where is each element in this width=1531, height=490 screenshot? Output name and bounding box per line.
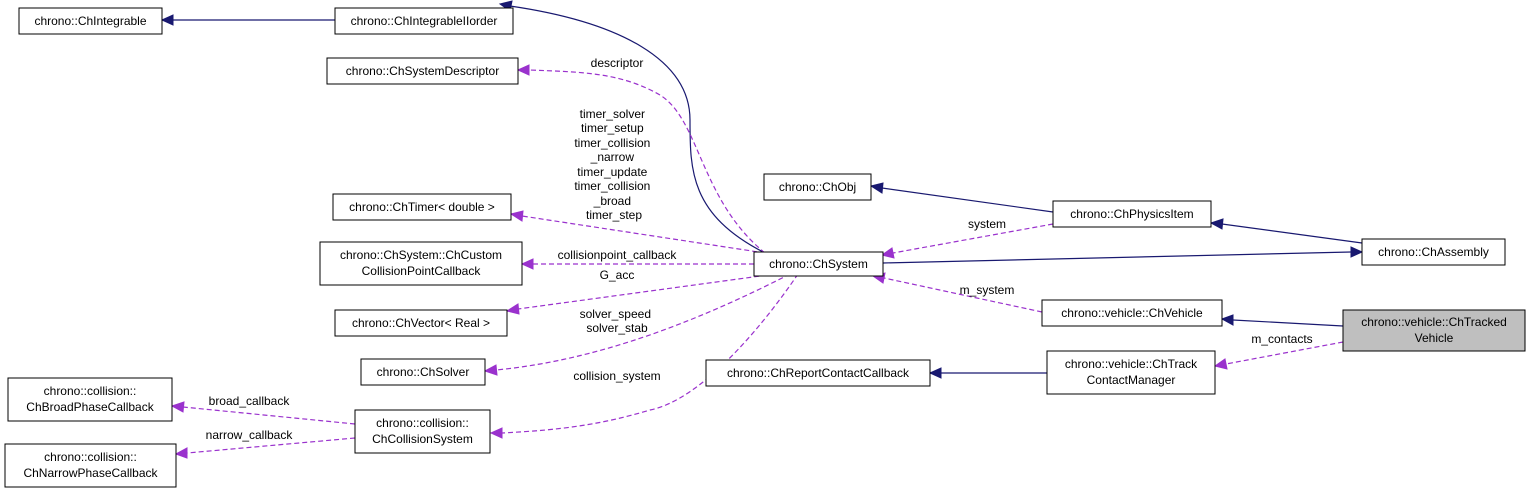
node-ch-narrow-phase-callback[interactable]: chrono::collision:: ChNarrowPhaseCallbac… bbox=[4, 443, 177, 488]
node-ch-physics-item[interactable]: chrono::ChPhysicsItem bbox=[1052, 200, 1212, 228]
arrow-head bbox=[509, 210, 524, 222]
node-ch-vehicle[interactable]: chrono::vehicle::ChVehicle bbox=[1041, 299, 1223, 327]
arrow-head bbox=[1220, 314, 1234, 326]
edge-narrow-callback bbox=[186, 437, 356, 454]
arrow-head bbox=[928, 367, 942, 379]
svg-text:Vehicle: Vehicle bbox=[1415, 331, 1454, 345]
edge-assembly-to-system bbox=[882, 251, 1352, 264]
arrow-head bbox=[489, 427, 503, 439]
svg-text:chrono::ChPhysicsItem: chrono::ChPhysicsItem bbox=[1070, 207, 1193, 221]
edge-m-system bbox=[883, 277, 1043, 313]
svg-text:ContactManager: ContactManager bbox=[1087, 373, 1176, 387]
node-ch-collision-system[interactable]: chrono::collision:: ChCollisionSystem bbox=[354, 409, 491, 454]
arrow-head bbox=[880, 247, 895, 259]
arrow-head bbox=[483, 364, 498, 376]
edge-m-contacts bbox=[1225, 341, 1344, 365]
node-ch-track-contact-manager[interactable]: chrono::vehicle::ChTrack ContactManager bbox=[1046, 350, 1216, 395]
node-ch-system-descriptor[interactable]: chrono::ChSystemDescriptor bbox=[326, 57, 519, 85]
svg-text:chrono::ChReportContactCallbac: chrono::ChReportContactCallback bbox=[727, 366, 910, 380]
edge-trackedvehicle-to-vehicle bbox=[1232, 319, 1344, 327]
svg-text:chrono::collision::: chrono::collision:: bbox=[44, 384, 137, 398]
edge-descriptor bbox=[528, 69, 766, 254]
edge-collision-system bbox=[501, 273, 799, 434]
arrow-head bbox=[1350, 246, 1364, 258]
svg-text:CollisionPointCallback: CollisionPointCallback bbox=[362, 264, 482, 278]
label-collisionpoint-callback: collisionpoint_callback bbox=[558, 248, 678, 262]
edge-broad-callback bbox=[182, 406, 356, 425]
arrow-head bbox=[520, 258, 534, 270]
edge-timers bbox=[521, 215, 766, 254]
node-ch-integrable[interactable]: chrono::ChIntegrable bbox=[18, 7, 163, 35]
svg-text:chrono::ChSystemDescriptor: chrono::ChSystemDescriptor bbox=[346, 64, 499, 78]
svg-text:chrono::ChSystem: chrono::ChSystem bbox=[769, 257, 868, 271]
label-timers: timer_solver timer_setup timer_collision… bbox=[574, 107, 653, 222]
label-m-contacts: m_contacts bbox=[1251, 332, 1312, 346]
arrow-head bbox=[1209, 218, 1224, 230]
label-broad-callback: broad_callback bbox=[209, 394, 291, 408]
edge-g-acc bbox=[517, 273, 776, 310]
node-ch-obj[interactable]: chrono::ChObj bbox=[763, 173, 872, 201]
svg-text:chrono::ChSystem::ChCustom: chrono::ChSystem::ChCustom bbox=[340, 248, 502, 262]
label-descriptor: descriptor bbox=[591, 56, 644, 70]
arrow-head bbox=[869, 182, 884, 194]
edge-system bbox=[892, 223, 1054, 254]
arrow-head bbox=[160, 14, 174, 26]
node-ch-integrable-iiorder[interactable]: chrono::ChIntegrableIIorder bbox=[334, 7, 514, 35]
node-ch-timer[interactable]: chrono::ChTimer< double > bbox=[332, 193, 512, 221]
svg-text:chrono::vehicle::ChTrack: chrono::vehicle::ChTrack bbox=[1065, 357, 1198, 371]
arrow-head bbox=[170, 401, 185, 413]
node-ch-custom-collision-point-callback[interactable]: chrono::ChSystem::ChCustom CollisionPoin… bbox=[319, 241, 523, 286]
svg-text:chrono::vehicle::ChVehicle: chrono::vehicle::ChVehicle bbox=[1061, 306, 1203, 320]
svg-text:chrono::collision::: chrono::collision:: bbox=[44, 450, 137, 464]
label-solver: solver_speed solver_stab bbox=[580, 307, 655, 335]
svg-text:chrono::ChVector< Real >: chrono::ChVector< Real > bbox=[352, 316, 490, 330]
arrow-head bbox=[1213, 358, 1228, 370]
edge-physicsitem-to-chobj bbox=[881, 187, 1054, 213]
edge-system-to-integrableiiorder bbox=[509, 5, 766, 254]
edge-assembly-to-physicsitem bbox=[1221, 223, 1363, 244]
svg-text:ChBroadPhaseCallback: ChBroadPhaseCallback bbox=[26, 400, 154, 414]
arrow-head bbox=[174, 447, 188, 459]
svg-text:chrono::vehicle::ChTracked: chrono::vehicle::ChTracked bbox=[1361, 315, 1507, 329]
svg-text:chrono::ChObj: chrono::ChObj bbox=[779, 180, 856, 194]
svg-text:chrono::ChAssembly: chrono::ChAssembly bbox=[1378, 245, 1489, 259]
node-ch-broad-phase-callback[interactable]: chrono::collision:: ChBroadPhaseCallback bbox=[7, 377, 173, 422]
node-ch-system[interactable]: chrono::ChSystem bbox=[753, 251, 884, 277]
label-collision-system: collision_system bbox=[573, 369, 660, 383]
node-ch-vector[interactable]: chrono::ChVector< Real > bbox=[334, 309, 508, 337]
node-ch-assembly[interactable]: chrono::ChAssembly bbox=[1361, 238, 1506, 266]
svg-text:ChCollisionSystem: ChCollisionSystem bbox=[372, 432, 473, 446]
svg-text:chrono::ChIntegrableIIorder: chrono::ChIntegrableIIorder bbox=[351, 14, 498, 28]
svg-text:chrono::ChTimer< double >: chrono::ChTimer< double > bbox=[349, 200, 495, 214]
svg-text:chrono::ChIntegrable: chrono::ChIntegrable bbox=[34, 14, 146, 28]
label-system: system bbox=[968, 217, 1006, 231]
arrow-head bbox=[505, 303, 520, 315]
node-ch-solver[interactable]: chrono::ChSolver bbox=[360, 358, 486, 386]
node-ch-tracked-vehicle[interactable]: chrono::vehicle::ChTracked Vehicle bbox=[1342, 309, 1526, 352]
svg-text:chrono::collision::: chrono::collision:: bbox=[376, 416, 469, 430]
edge-solver bbox=[495, 273, 791, 371]
label-narrow-callback: narrow_callback bbox=[206, 428, 294, 442]
node-ch-report-contact-callback[interactable]: chrono::ChReportContactCallback bbox=[705, 359, 931, 387]
svg-text:ChNarrowPhaseCallback: ChNarrowPhaseCallback bbox=[23, 466, 158, 480]
label-m-system: m_system bbox=[960, 283, 1015, 297]
svg-text:chrono::ChSolver: chrono::ChSolver bbox=[377, 365, 470, 379]
label-g-acc: G_acc bbox=[600, 268, 635, 282]
arrow-head bbox=[516, 64, 530, 76]
